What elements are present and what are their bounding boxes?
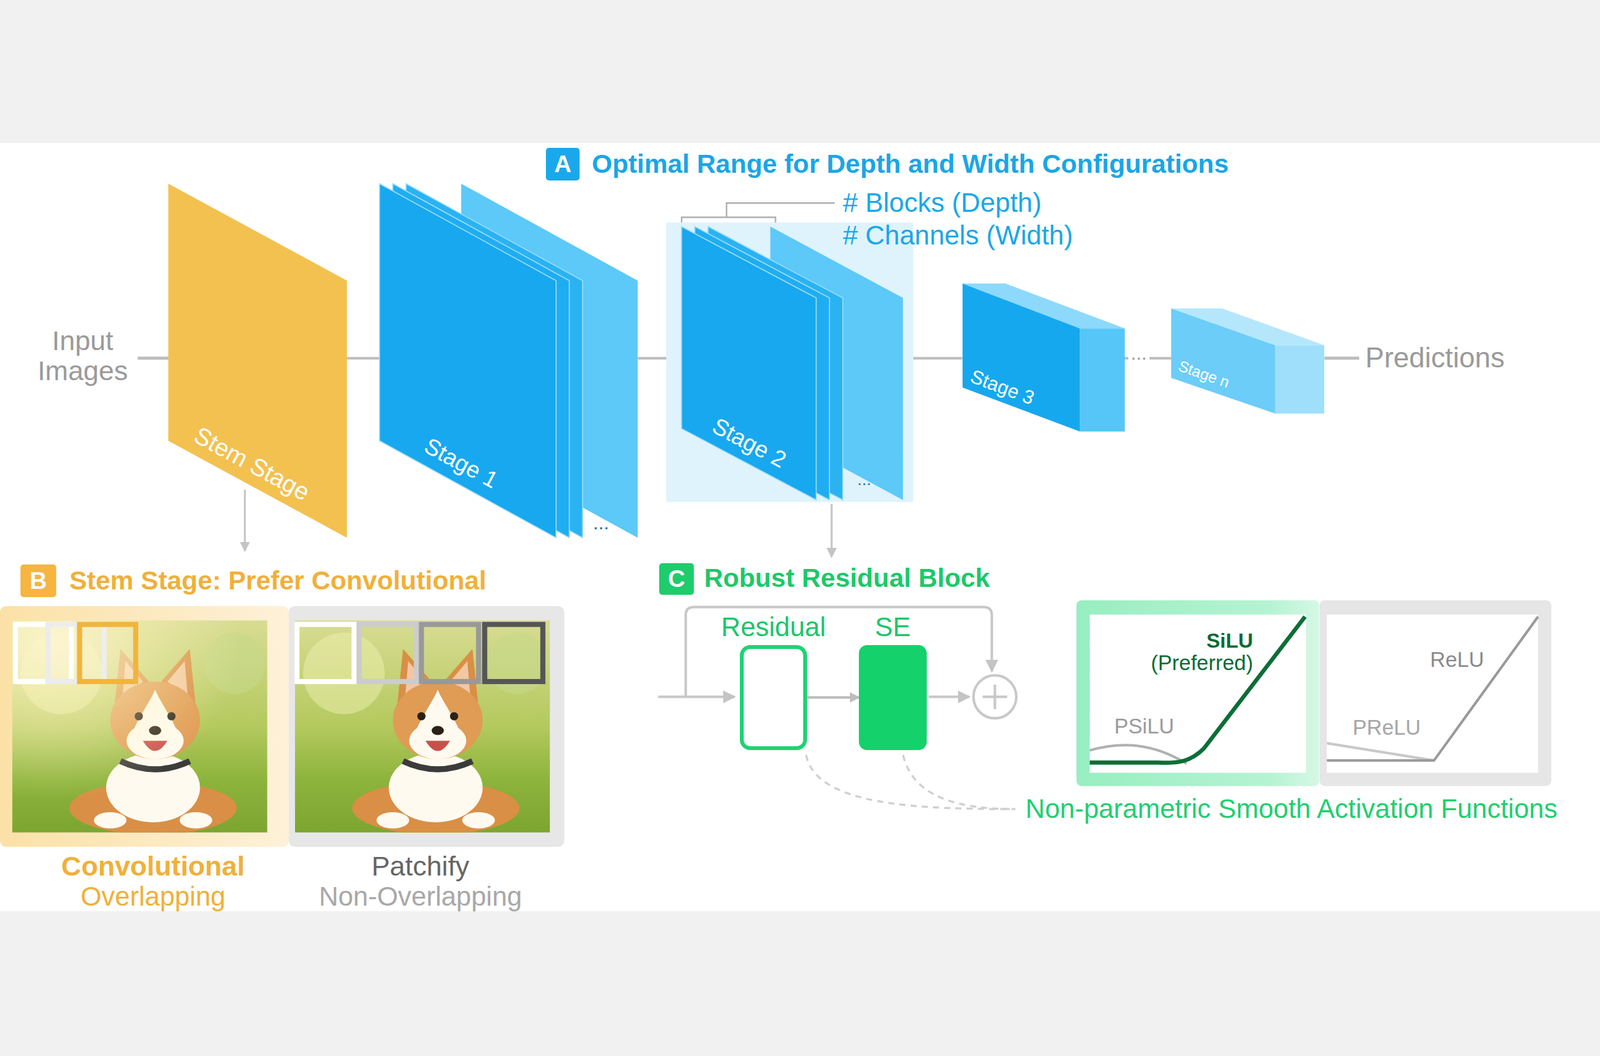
- input-arrow: [657, 695, 735, 699]
- stage-block: Stage n: [1171, 308, 1325, 414]
- residual-block: Residual: [718, 612, 829, 751]
- curve-note: (Preferred): [1150, 651, 1254, 675]
- cube-side: [1079, 328, 1125, 432]
- activation-plot: ReLU PReLU: [1319, 600, 1552, 786]
- section-heading: Robust Residual Block: [704, 563, 991, 593]
- dimension-label: # Channels (Width): [842, 220, 1073, 251]
- dimension-label: # Blocks (Depth): [842, 188, 1042, 218]
- cube-side: [1275, 344, 1325, 414]
- dog-photo: [12, 620, 268, 835]
- silu-curve: [1089, 616, 1305, 763]
- relu-curve: [1326, 616, 1538, 761]
- io-label: Predictions: [1365, 342, 1505, 374]
- method-caption: Patchify: [371, 851, 470, 882]
- badge-letter: B: [29, 568, 47, 595]
- badge-letter: A: [554, 151, 572, 178]
- section-heading: Stem Stage: Prefer Convolutional: [69, 566, 487, 596]
- highlight-halo: [666, 222, 914, 503]
- photo-glow: [12, 620, 268, 833]
- curve-name: ReLU: [1430, 648, 1485, 672]
- input-line: [137, 356, 169, 360]
- se-block: SE: [858, 612, 927, 751]
- patch-window: [359, 624, 416, 682]
- cube-front: [962, 283, 1080, 432]
- patchify-panel: [288, 606, 564, 847]
- stem-panel: [168, 183, 347, 538]
- ellipsis-mark: ...: [593, 512, 610, 534]
- stem-stage: Stem Stage: [168, 183, 347, 538]
- convolutional-panel: [0, 606, 289, 847]
- connector-line: [637, 357, 667, 360]
- stage-block-outline: [1171, 308, 1325, 414]
- curve-name: SiLU: [1206, 629, 1254, 653]
- plot-frame: [1319, 600, 1552, 786]
- badge-fill: [659, 563, 694, 595]
- ellipsis-mark: ...: [857, 470, 872, 489]
- section-badge: B: [20, 564, 57, 598]
- stage-block-outline: [379, 183, 638, 538]
- method-caption: Convolutional: [61, 851, 246, 882]
- stage-panel: [379, 183, 557, 538]
- stage-panel: [681, 226, 816, 500]
- stage-block: Stage 2: [666, 216, 914, 502]
- residual-box: [739, 645, 808, 751]
- sum-symbol: [973, 675, 1017, 719]
- callout-arrow: [243, 489, 246, 552]
- se-box: [858, 645, 927, 751]
- cube-front: [1171, 308, 1276, 414]
- block-name: SE: [874, 612, 911, 642]
- patch-window: [296, 624, 354, 682]
- patch-window: [484, 624, 543, 682]
- ellipsis-mark: ...: [1128, 342, 1150, 364]
- activation-plot-outline: [1319, 600, 1552, 786]
- stage-block: Stage 1: [379, 183, 638, 538]
- badge-fill: [545, 147, 580, 181]
- output-line: [1324, 356, 1360, 360]
- patch-window: [79, 624, 136, 682]
- dog-photo: [295, 620, 551, 835]
- activation-plot-outline: [1076, 600, 1320, 786]
- method-subcaption: Non-Overlapping: [318, 881, 523, 912]
- dashed-leader: [903, 755, 1016, 809]
- plot-area: [1326, 614, 1538, 773]
- sum-plus: [982, 684, 1007, 710]
- stage-block-outline: [962, 283, 1126, 432]
- stage-block: Stage 3: [962, 283, 1126, 432]
- method-subcaption: Overlapping: [80, 881, 226, 912]
- connector-line: [913, 357, 963, 360]
- output-arrow: [928, 695, 970, 699]
- plot-area: [1089, 614, 1307, 773]
- annotation-label: Non-parametric Smooth Activation Functio…: [1025, 794, 1558, 824]
- badge-fill: [20, 564, 57, 598]
- section-badge: A: [545, 147, 580, 181]
- stem-stage-outline: [168, 183, 347, 538]
- dashed-leader: [806, 755, 1016, 809]
- section-heading: Optimal Range for Depth and Width Config…: [592, 149, 1229, 179]
- patch-window: [421, 624, 479, 682]
- skip-connection: [685, 607, 992, 697]
- activation-plot: SiLU(Preferred) PSiLU: [1076, 600, 1320, 786]
- callout-arrow: [830, 504, 833, 558]
- badge-letter: C: [668, 566, 686, 593]
- block-name: Residual: [721, 612, 826, 642]
- section-badge: C: [659, 563, 694, 595]
- io-label: Input Images: [31, 325, 134, 387]
- connector-line: [346, 357, 380, 360]
- curve-name: PReLU: [1352, 716, 1421, 740]
- curve-name: PSiLU: [1114, 714, 1175, 738]
- connector-line: [807, 696, 859, 699]
- content-band: [0, 142, 1600, 911]
- depth-bracket: [681, 202, 835, 224]
- plot-frame: [1076, 600, 1320, 786]
- stage-block-outline: [666, 216, 914, 502]
- prelu-curve: [1326, 743, 1434, 761]
